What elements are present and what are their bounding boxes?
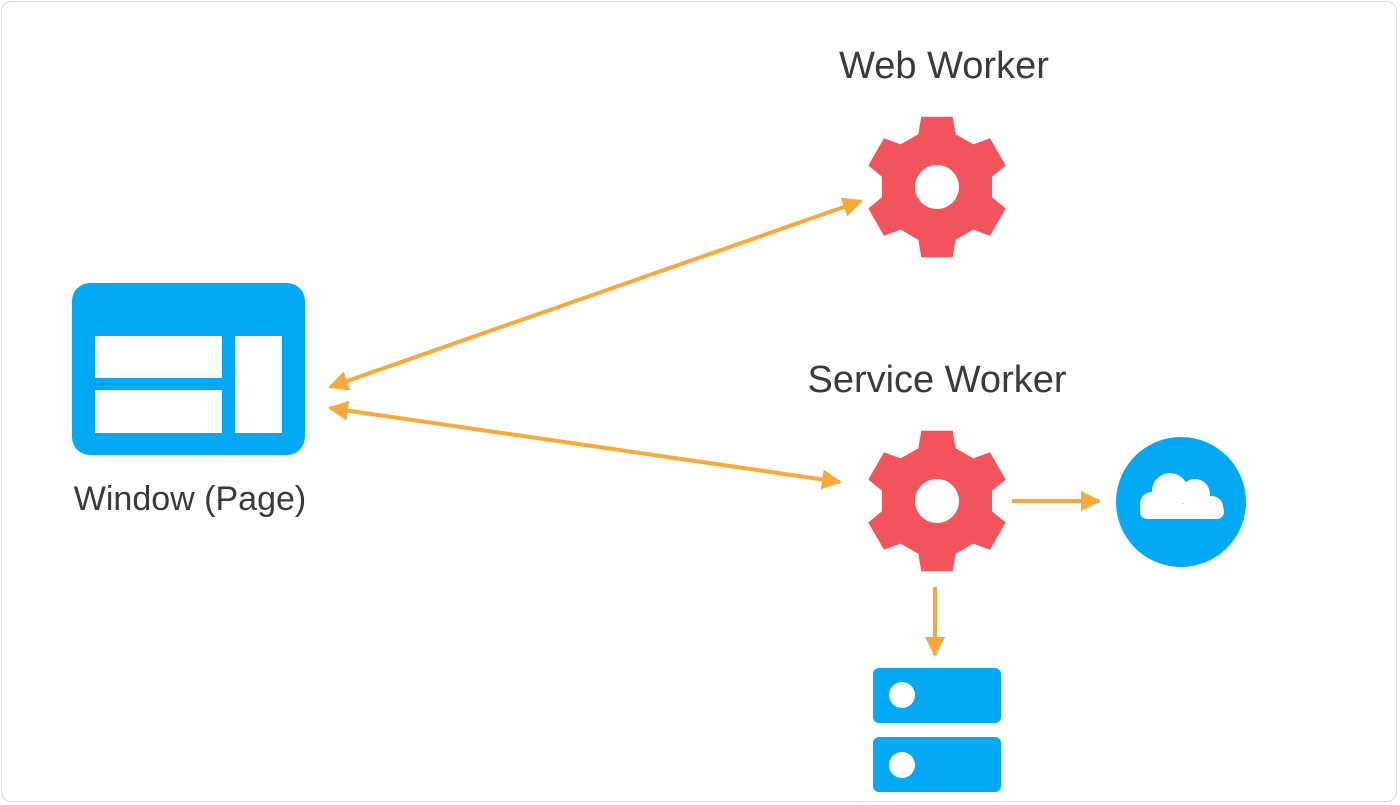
database-server-icon — [873, 668, 1001, 792]
service-worker-label: Service Worker — [807, 359, 1066, 401]
window-label: Window (Page) — [74, 480, 306, 518]
window-service-worker-arrow — [328, 400, 842, 490]
web-worker-gear-icon — [868, 116, 1006, 258]
web-worker-label: Web Worker — [839, 45, 1049, 87]
service-worker-gear-icon — [868, 430, 1006, 572]
cloud-icon — [1116, 437, 1246, 567]
browser-window-icon — [72, 283, 305, 455]
window-web-worker-arrow — [328, 197, 863, 391]
